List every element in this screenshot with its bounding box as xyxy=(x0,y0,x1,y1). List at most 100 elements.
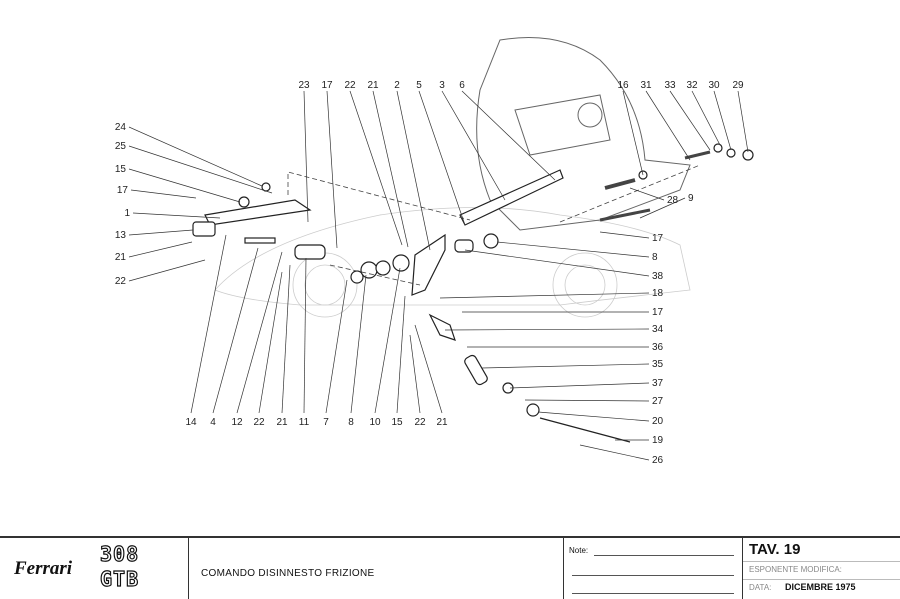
part-label-14: 14 xyxy=(185,417,197,428)
drawing-title: COMANDO DISINNESTO FRIZIONE xyxy=(201,568,375,579)
model-logo: 308 GTB xyxy=(99,541,140,592)
leader-line xyxy=(622,90,644,176)
part-label-4: 4 xyxy=(210,417,216,428)
leader-line xyxy=(713,90,732,151)
divider xyxy=(743,561,900,562)
part-label-35: 35 xyxy=(652,359,664,370)
leader-line xyxy=(645,90,691,161)
leader-line xyxy=(258,271,283,414)
part-label-9: 9 xyxy=(688,193,694,204)
dashed-assembly-lines xyxy=(287,164,701,286)
divider xyxy=(743,579,900,580)
part-label-10: 10 xyxy=(369,417,381,428)
part-label-21: 21 xyxy=(436,417,448,428)
leader-line xyxy=(496,241,650,258)
model-number: 308 xyxy=(99,541,140,566)
part-label-6: 6 xyxy=(459,80,465,91)
table-number: TAV. 19 xyxy=(749,541,801,558)
leader-line xyxy=(444,328,650,331)
part-label-28: 28 xyxy=(667,195,679,206)
part-label-32: 32 xyxy=(686,80,698,91)
leader-line xyxy=(691,90,721,146)
part-label-34: 34 xyxy=(652,324,664,335)
part-label-15: 15 xyxy=(391,417,403,428)
leader-line xyxy=(669,90,711,151)
note-line xyxy=(572,575,734,576)
part-label-38: 38 xyxy=(652,271,664,282)
leader-line xyxy=(439,292,650,299)
leader-line xyxy=(418,90,466,226)
part-label-19: 19 xyxy=(652,435,664,446)
note-line xyxy=(572,593,734,594)
notes-cell: Note: xyxy=(564,538,743,599)
leader-line xyxy=(524,399,650,402)
car-silhouette xyxy=(214,207,691,318)
leader-line xyxy=(325,279,348,414)
leader-line xyxy=(303,257,307,414)
part-label-20: 20 xyxy=(652,416,664,427)
part-label-2: 2 xyxy=(394,80,400,91)
part-label-22: 22 xyxy=(414,417,426,428)
leader-line xyxy=(212,247,259,414)
clutch-housing xyxy=(476,37,691,231)
part-label-25: 25 xyxy=(115,141,127,152)
leader-line xyxy=(579,444,650,461)
part-label-23: 23 xyxy=(298,80,310,91)
leader-line xyxy=(737,90,749,153)
part-label-31: 31 xyxy=(640,80,652,91)
part-label-21: 21 xyxy=(367,80,379,91)
part-label-17: 17 xyxy=(321,80,333,91)
leader-line xyxy=(326,90,338,249)
leader-line xyxy=(414,324,443,414)
leader-line xyxy=(639,197,686,219)
part-label-16: 16 xyxy=(617,80,629,91)
leader-line xyxy=(396,295,406,414)
part-label-27: 27 xyxy=(652,396,664,407)
date-value: DICEMBRE 1975 xyxy=(785,582,856,592)
part-label-12: 12 xyxy=(231,417,243,428)
leader-lines xyxy=(128,90,749,461)
leader-line xyxy=(303,90,309,223)
part-label-21: 21 xyxy=(115,252,127,263)
part-label-26: 26 xyxy=(652,455,664,466)
ferrari-logo: Ferrari xyxy=(14,558,73,579)
leader-line xyxy=(350,274,367,414)
part-label-22: 22 xyxy=(344,80,356,91)
leader-line xyxy=(629,187,665,201)
leader-line xyxy=(128,168,241,203)
part-label-21: 21 xyxy=(276,417,288,428)
part-label-3: 3 xyxy=(439,80,445,91)
part-label-29: 29 xyxy=(732,80,744,91)
leader-line xyxy=(599,231,650,239)
part-label-1: 1 xyxy=(124,208,130,219)
leader-line xyxy=(349,90,403,246)
leader-line xyxy=(409,334,421,414)
part-label-37: 37 xyxy=(652,378,664,389)
parts xyxy=(192,143,754,443)
leader-line xyxy=(128,241,193,258)
part-label-22: 22 xyxy=(253,417,265,428)
leader-line xyxy=(509,382,650,389)
leader-line xyxy=(236,251,283,414)
part-label-5: 5 xyxy=(416,80,422,91)
leader-line xyxy=(128,126,263,187)
title-block: Ferrari 308 GTB COMANDO DISINNESTO FRIZI… xyxy=(0,536,900,599)
part-label-36: 36 xyxy=(652,342,664,353)
leader-line xyxy=(481,363,650,369)
leader-line xyxy=(372,90,409,248)
part-label-7: 7 xyxy=(323,417,329,428)
part-label-17: 17 xyxy=(652,233,664,244)
logo-cell: Ferrari 308 GTB xyxy=(0,538,189,599)
part-label-17: 17 xyxy=(652,307,664,318)
part-label-13: 13 xyxy=(115,230,127,241)
part-label-15: 15 xyxy=(115,164,127,175)
leader-line xyxy=(128,145,273,194)
part-label-17: 17 xyxy=(117,185,129,196)
part-label-24: 24 xyxy=(115,122,127,133)
leader-line xyxy=(132,212,221,219)
leader-line xyxy=(130,189,197,199)
part-label-8: 8 xyxy=(652,252,658,263)
table-cell: TAV. 19 ESPONENTE MODIFICA: DATA: DICEMB… xyxy=(743,538,900,599)
